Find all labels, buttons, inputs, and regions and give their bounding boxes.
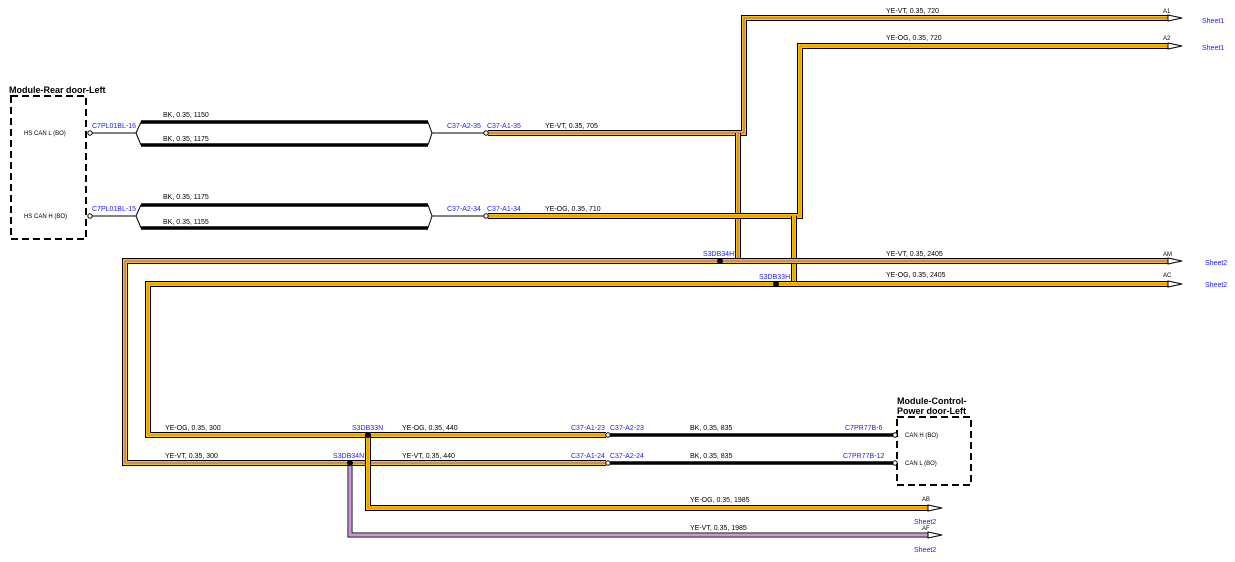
wire-label-yeog-720: YE-OG, 0.35, 720 xyxy=(886,35,942,42)
wire-ye-vt-1985 xyxy=(347,463,928,538)
label-c37-a1-23: C37-A1-23 xyxy=(571,425,605,432)
label-c7pr-12: C7PR77B-12 xyxy=(843,453,884,460)
sheet-link-af[interactable]: Sheet2 xyxy=(914,547,936,554)
sheet-link-am[interactable]: Sheet2 xyxy=(1205,260,1227,267)
label-c37-a1-34: C37-A1-34 xyxy=(487,206,521,213)
pin-c37-24 xyxy=(605,460,611,466)
wire-label-yeog-710: YE-OG, 0.35, 710 xyxy=(545,206,601,213)
wire-label-yevt-440: YE-VT, 0.35, 440 xyxy=(402,453,455,460)
label-c37-a1-35: C37-A1-35 xyxy=(487,123,521,130)
wires xyxy=(90,15,1168,538)
offpage-a2: A2 xyxy=(1163,36,1171,42)
sheet-link-a1[interactable]: Sheet1 xyxy=(1202,18,1224,25)
module-labels: Module-Rear door-Left HS CAN L (BO) HS C… xyxy=(9,85,966,467)
splice-s33n xyxy=(365,432,371,438)
wire-label-yevt-300: YE-VT, 0.35, 300 xyxy=(165,453,218,460)
pin-c37-34 xyxy=(483,213,489,219)
arrow-am xyxy=(1167,257,1183,265)
module-control-box xyxy=(896,416,972,486)
connector-labels: C7PL01BL-16 C7PL01BL-15 C37-A2-35 C37-A1… xyxy=(92,123,884,460)
sheet-links[interactable]: Sheet1 Sheet1 Sheet2 Sheet2 Sheet2 Sheet… xyxy=(914,18,1227,554)
rear-pin-can-h: HS CAN H (BO) xyxy=(24,214,67,220)
arrow-a1 xyxy=(1167,14,1183,22)
offpage-af: AF xyxy=(922,526,930,532)
wire-label-bk-1150: BK, 0.35, 1150 xyxy=(163,112,209,119)
wire-label-bk-835-b: BK, 0.35, 835 xyxy=(690,453,733,460)
label-c7pr-6: C7PR77B-6 xyxy=(845,425,882,432)
wire-label-yevt-720: YE-VT, 0.35, 720 xyxy=(886,8,939,15)
wire-ye-og-2405 xyxy=(145,281,1168,438)
label-c37-a2-23: C37-A2-23 xyxy=(610,425,644,432)
offpage-a1: A1 xyxy=(1163,9,1171,15)
control-pin-can-l: CAN L (BO) xyxy=(905,461,937,467)
wire-ye-vt-705 xyxy=(488,15,1168,136)
wire-label-yevt-2405: YE-VT, 0.35, 2405 xyxy=(886,251,943,258)
pin-c7pr-6 xyxy=(892,432,898,438)
wire-label-bk-1175-a: BK, 0.35, 1175 xyxy=(163,136,209,143)
arrow-a2 xyxy=(1167,42,1183,50)
label-c37-a2-35: C37-A2-35 xyxy=(447,123,481,130)
module-rear-door-box xyxy=(10,95,87,240)
offpage-am: AM xyxy=(1163,252,1172,258)
wire-labels: BK, 0.35, 1150 BK, 0.35, 1175 BK, 0.35, … xyxy=(163,8,946,532)
sheet-link-a2[interactable]: Sheet1 xyxy=(1202,45,1224,52)
label-s33h: S3DB33H xyxy=(759,274,790,281)
pin-c7pl-16 xyxy=(87,130,93,136)
pin-c37-35 xyxy=(483,130,489,136)
module-control-title-2: Power door-Left xyxy=(897,406,966,416)
offpage-ac: AC xyxy=(1163,273,1172,279)
wire-ye-vt-2405 xyxy=(122,258,1168,466)
pins xyxy=(87,130,898,466)
wire-label-bk-835-a: BK, 0.35, 835 xyxy=(690,425,733,432)
splice-s34n xyxy=(347,460,353,466)
rear-pin-can-l: HS CAN L (BO) xyxy=(24,131,66,137)
wire-label-yeog-440: YE-OG, 0.35, 440 xyxy=(402,425,458,432)
splice-s33h xyxy=(773,281,779,287)
arrow-ac xyxy=(1167,280,1183,288)
arrow-af xyxy=(927,531,943,539)
label-c7pl-16: C7PL01BL-16 xyxy=(92,123,136,130)
label-c37-a1-24: C37-A1-24 xyxy=(571,453,605,460)
wire-label-yeog-1985: YE-OG, 0.35, 1985 xyxy=(690,497,750,504)
offpage-ab: AB xyxy=(922,497,930,503)
arrow-ab xyxy=(927,504,943,512)
wire-ye-vt-to-s34h xyxy=(720,133,741,264)
wire-ye-og-1985 xyxy=(365,435,928,511)
wire-label-yeog-300: YE-OG, 0.35, 300 xyxy=(165,425,221,432)
wire-label-yevt-705: YE-VT, 0.35, 705 xyxy=(545,123,598,130)
label-s34h: S3DB34H xyxy=(703,251,734,258)
pin-c7pr-12 xyxy=(892,460,898,466)
splice-labels: S3DB34H S3DB33H S3DB33N S3DB34N xyxy=(333,251,790,460)
label-c7pl-15: C7PL01BL-15 xyxy=(92,206,136,213)
label-s34n: S3DB34N xyxy=(333,453,364,460)
wire-bk-pair-1 xyxy=(90,120,484,147)
pin-c7pl-15 xyxy=(87,213,93,219)
module-control-title-1: Module-Control- xyxy=(897,396,966,406)
wire-label-yevt-1985: YE-VT, 0.35, 1985 xyxy=(690,525,747,532)
wire-label-bk-1175-b: BK, 0.35, 1175 xyxy=(163,194,209,201)
control-pin-can-h: CAN H (BO) xyxy=(905,433,938,439)
module-rear-door-title: Module-Rear door-Left xyxy=(9,85,106,95)
sheet-link-ac[interactable]: Sheet2 xyxy=(1205,282,1227,289)
splice-dots xyxy=(347,258,779,466)
wire-bk-pair-2 xyxy=(90,203,484,230)
label-c37-a2-24: C37-A2-24 xyxy=(610,453,644,460)
pin-c37-23 xyxy=(605,432,611,438)
label-c37-a2-34: C37-A2-34 xyxy=(447,206,481,213)
label-s33n: S3DB33N xyxy=(352,425,383,432)
wire-label-bk-1155: BK, 0.35, 1155 xyxy=(163,219,209,226)
wire-label-yeog-2405: YE-OG, 0.35, 2405 xyxy=(886,272,946,279)
offpage-arrows xyxy=(927,14,1183,539)
splice-s34h xyxy=(717,258,723,264)
sheet-link-ab[interactable]: Sheet2 xyxy=(914,519,936,526)
wire-ye-og-710 xyxy=(488,43,1168,219)
offpage-labels: A1 A2 AM AC AB AF xyxy=(922,9,1172,532)
